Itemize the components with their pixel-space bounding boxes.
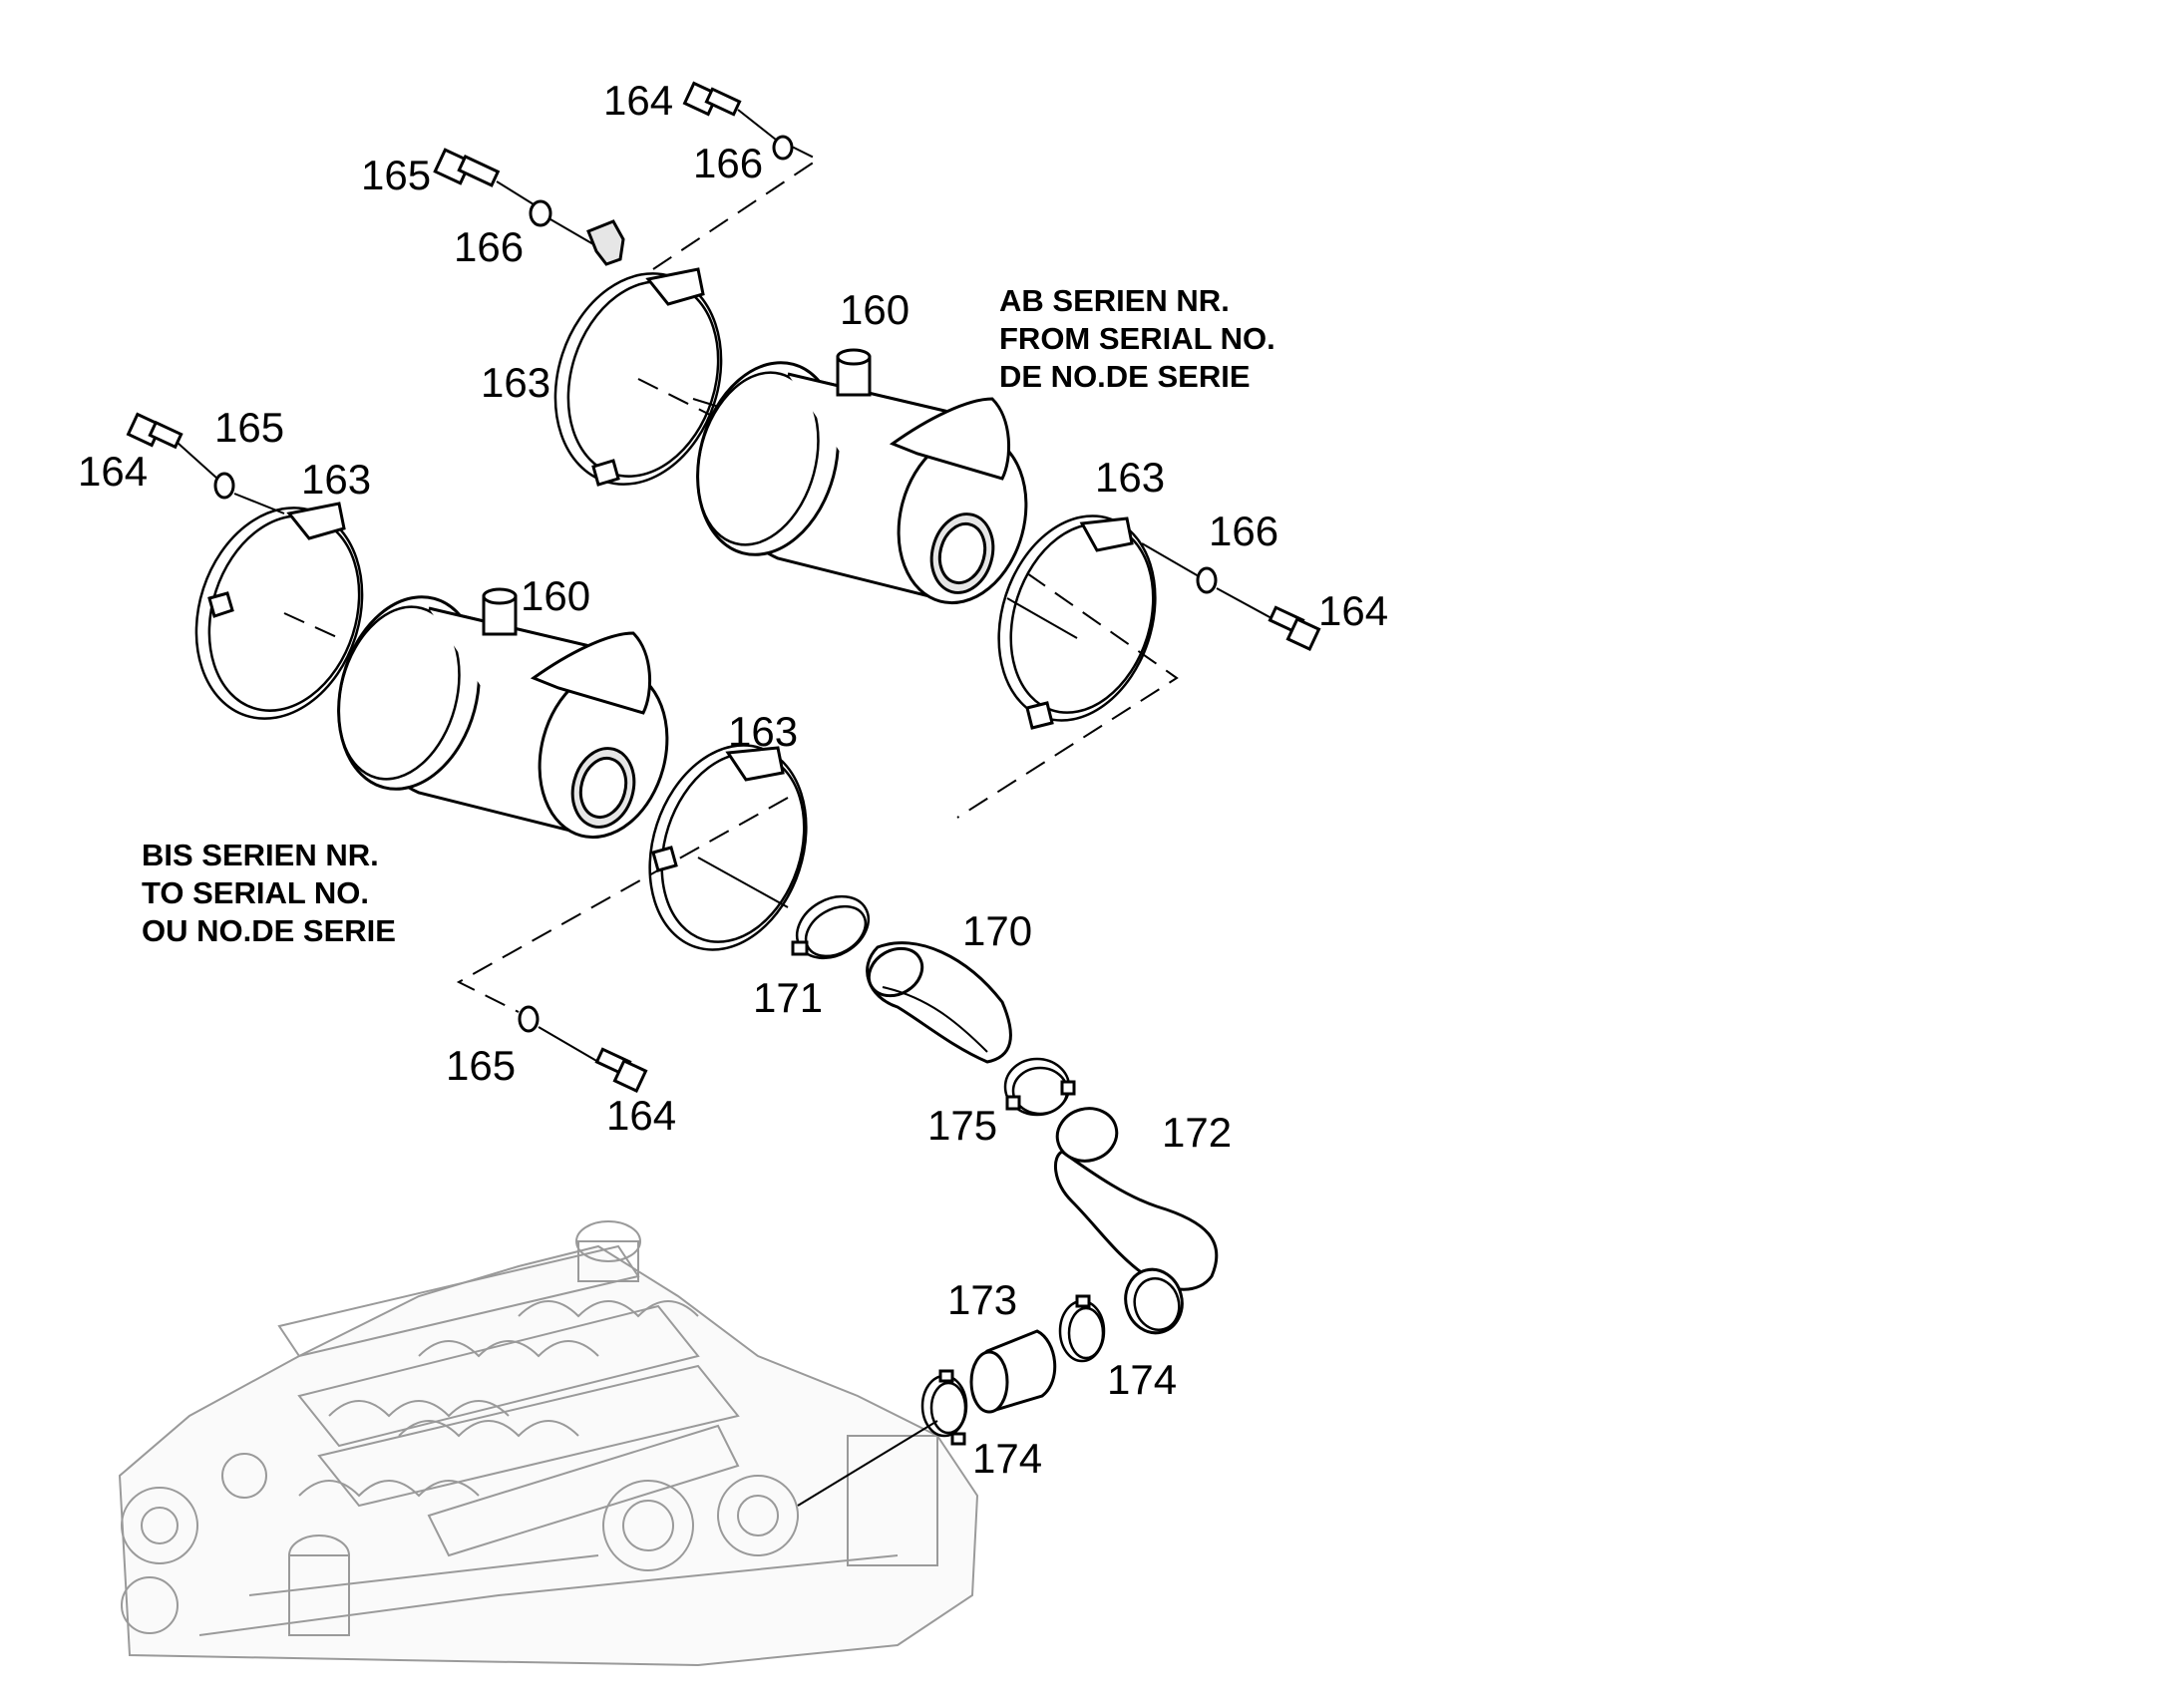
washer-165-lower [518, 1005, 540, 1033]
air-filter-160-upper [696, 348, 1028, 605]
note-to-serial: BIS SERIEN NR. TO SERIAL NO. OU NO.DE SE… [142, 838, 396, 948]
callout-172: 172 [1162, 1109, 1232, 1156]
callout-165: 165 [446, 1042, 516, 1089]
callout-175: 175 [927, 1102, 997, 1149]
callout-166: 166 [454, 223, 524, 270]
sleeve-173 [969, 1329, 1057, 1414]
bolt-164-top [682, 81, 777, 141]
note-line: FROM SERIAL NO. [999, 321, 1275, 356]
note-line: TO SERIAL NO. [142, 875, 369, 910]
pipe-172 [1053, 1107, 1219, 1335]
hose-170 [866, 941, 1012, 1064]
leader-to-engine [797, 1420, 938, 1507]
washer-165-left [213, 472, 235, 500]
bracket-plate [586, 219, 625, 266]
note-from-serial: AB SERIEN NR. FROM SERIAL NO. DE NO.DE S… [999, 283, 1275, 394]
clamp-163-upper-left [553, 267, 723, 487]
bolt-164-right [1268, 605, 1321, 652]
hose-clamp-171 [791, 894, 871, 960]
hose-clamp-174-upper [1058, 1294, 1106, 1363]
clamp-163-lower-right [648, 744, 808, 951]
callouts: 164 166 165 166 160 163 165 164 163 163 … [78, 77, 1388, 1482]
callout-163: 163 [301, 456, 371, 503]
assembly-lines [283, 139, 1179, 1013]
callout-174: 174 [972, 1435, 1042, 1482]
hose-clamp-175 [1003, 1057, 1076, 1117]
air-filter-160-lower [337, 587, 669, 840]
note-line: DE NO.DE SERIE [999, 359, 1251, 394]
note-line: BIS SERIEN NR. [142, 838, 379, 872]
callout-160: 160 [521, 572, 590, 619]
callout-174: 174 [1107, 1356, 1177, 1403]
callout-165: 165 [361, 152, 431, 198]
callout-164: 164 [78, 448, 148, 495]
bolt-165-top [433, 148, 535, 205]
callout-170: 170 [962, 907, 1032, 954]
bolt-164-lower [594, 1047, 648, 1094]
callout-173: 173 [947, 1276, 1017, 1323]
note-line: AB SERIEN NR. [999, 283, 1230, 318]
callout-165: 165 [214, 404, 284, 451]
callout-166: 166 [693, 140, 763, 186]
hose-clamp-174-lower [920, 1369, 968, 1446]
clamp-163-upper-right [997, 514, 1157, 730]
callout-163: 163 [1095, 454, 1165, 501]
callout-163: 163 [481, 359, 550, 406]
clamp-163-lower-left [194, 502, 364, 720]
callout-163: 163 [728, 708, 798, 755]
washer-166-top [772, 135, 794, 161]
callout-164: 164 [603, 77, 673, 124]
callout-171: 171 [753, 974, 823, 1021]
washer-166-right [1196, 566, 1218, 594]
engine-illustration [118, 1220, 979, 1667]
callout-160: 160 [840, 286, 909, 333]
callout-164: 164 [1318, 587, 1388, 634]
callout-164: 164 [606, 1092, 676, 1139]
note-line: OU NO.DE SERIE [142, 913, 396, 948]
bolt-164-left [126, 412, 218, 480]
washer-166-left [529, 199, 552, 227]
callout-166: 166 [1209, 508, 1278, 554]
